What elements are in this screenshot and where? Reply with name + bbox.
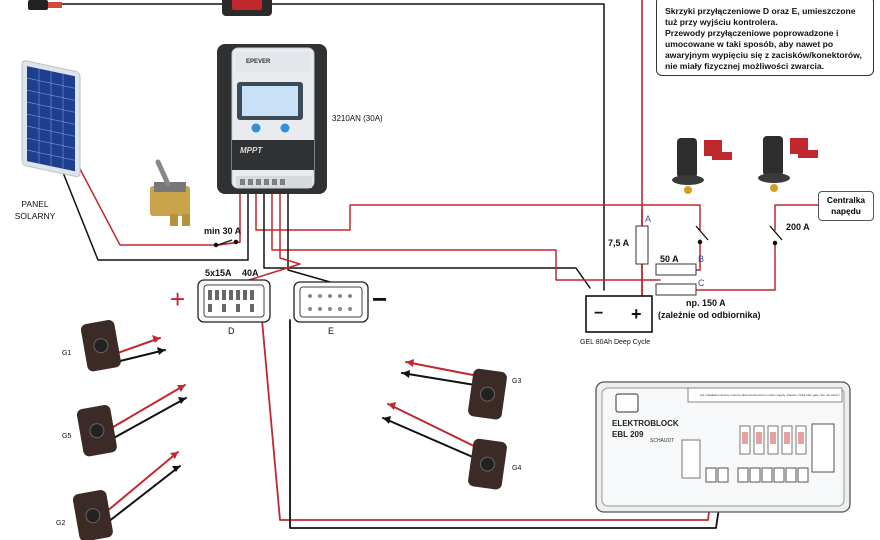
arrowheads [152,335,414,472]
fuse-b-letter: B [698,254,704,264]
box-d-spec-count: 5x15A [205,268,232,278]
wires [59,0,819,529]
battery-disconnect-switch-icon [758,136,818,192]
fuse-c-icon [655,283,697,296]
switch-label: min 30 A [204,226,242,236]
charger-icon [222,0,272,16]
note-line-1: Skrzyki przyłączeniowe D oraz E, umieszc… [665,6,856,27]
note-line-2: Przewody przyłączeniowe poprowadzone i u… [665,28,862,71]
eblock-warning: For installation device must be disconne… [700,393,840,397]
centralka-label: Centralka napędu [818,191,874,221]
battery-icon [585,295,653,333]
fuse-c-amps: np. 150 A [686,298,726,308]
socket-label-g4: G4 [512,465,521,472]
ctrl-bat-black [263,189,591,289]
fuse-a-amps: 7,5 A [608,238,630,248]
battery-plus: + [631,304,642,324]
battery-minus: − [594,305,603,322]
battery-disconnect-switch-icon [672,138,732,194]
switch-30a-symbol [213,239,239,248]
charge-controller-icon [217,44,327,194]
usb-socket-icon-g2 [72,490,113,540]
fuse-b-amps: 50 A [660,254,679,264]
box-d-label: D [228,326,235,336]
controller-type: MPPT [240,146,263,155]
panel-label: PANEL SOLARNY [14,199,56,221]
solar-panel-icon [21,60,81,178]
minus-sign: − [372,284,387,314]
plug-icon [28,0,62,10]
switch-symbols [695,225,783,246]
toggle-switch-icon [150,159,190,226]
socket-label-g2: G2 [56,520,65,527]
fuse-a-letter: A [645,214,651,224]
battery-label: GEL 80Ah Deep Cycle [580,339,650,346]
controller-brand: EPEVER [246,59,271,65]
ctrl-bat-red [255,189,701,231]
bus-bar-e-icon [293,281,369,323]
fuse-c-note: (zależnie od odbiornika) [658,310,761,320]
socket-label-g5: G5 [62,433,71,440]
usb-socket-icon-g4 [468,438,507,490]
electroblock-icon [595,381,851,513]
box-e-label: E [328,326,334,336]
socket-label-g1: G1 [62,350,71,357]
fuse-b-icon [655,263,697,276]
fuse-box-d-icon [197,279,271,323]
box-d-spec-amps: 40A [242,268,259,278]
charger-wire [269,3,605,291]
controller-model: 3210AN (30A) [332,114,383,123]
usb-socket-icon-g3 [468,368,507,420]
panel-wire-black [61,169,249,261]
usb-socket-icon-g5 [76,405,117,457]
ctrl-load-red [271,189,661,281]
eblock-model: EBL 209 [612,430,644,439]
installation-note: Skrzyki przyłączeniowe D oraz E, umieszc… [656,0,874,76]
eblock-title: ELEKTROBLOCK [612,419,679,428]
fuse-c-letter: C [698,278,705,288]
ctrl-load-black [287,189,331,283]
fuse-a-icon [635,225,649,265]
eblock-brand: SCHAUDT [650,438,674,444]
plus-sign: + [170,284,185,314]
usb-socket-icon-g1 [80,320,121,372]
socket-label-g3: G3 [512,378,521,385]
fuse-200-label: 200 A [786,222,810,232]
